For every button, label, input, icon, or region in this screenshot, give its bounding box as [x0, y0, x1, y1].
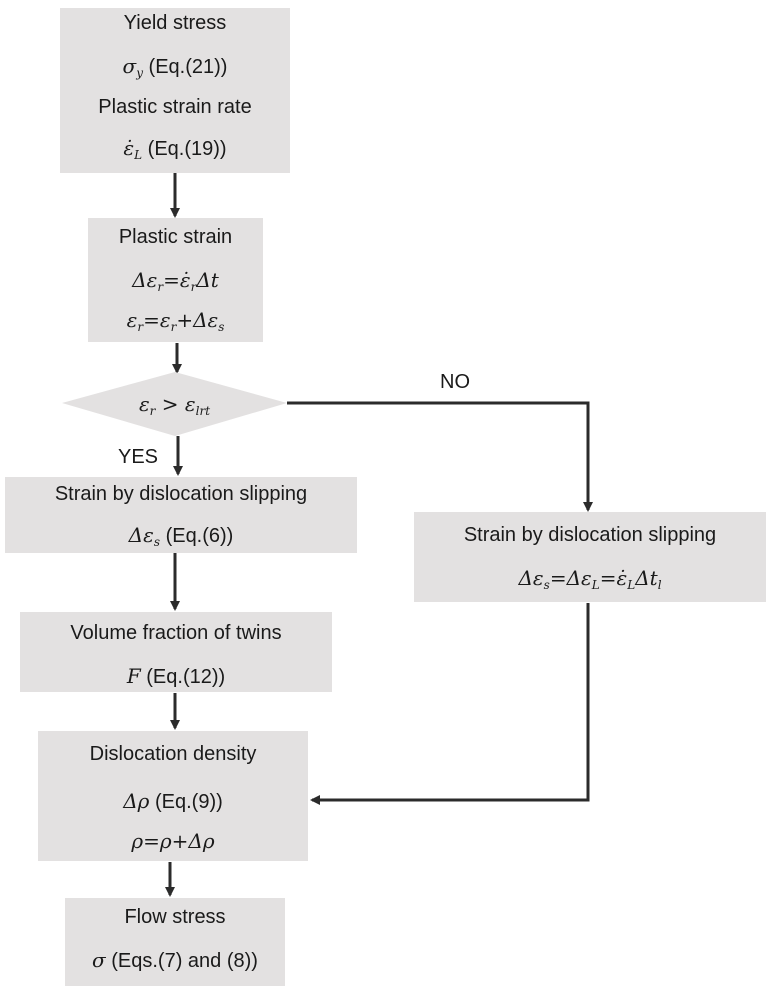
yield-stress-title: Yield stress: [123, 12, 227, 34]
strain-slipping-formula-left: Δεs (Eq.(6)): [128, 523, 234, 549]
flow-stress-formula: σ (Eqs.(7) and (8)): [92, 948, 258, 972]
plastic-strain-box: Plastic strain Δεr=ε̇rΔt εr=εr+Δεs: [88, 218, 263, 342]
dislocation-density-box: Dislocation density Δρ (Eq.(9)) ρ=ρ+Δρ: [38, 731, 308, 861]
strain-slipping-title-right: Strain by dislocation slipping: [463, 524, 717, 546]
flow-stress-box: Flow stress σ (Eqs.(7) and (8)): [65, 898, 285, 986]
plastic-strain-increment: Δεr=ε̇rΔt: [132, 268, 219, 294]
twin-fraction-title: Volume fraction of twins: [70, 622, 282, 644]
flow-stress-title: Flow stress: [124, 906, 226, 928]
strain-slipping-title-left: Strain by dislocation slipping: [54, 483, 308, 505]
no-label: NO: [440, 371, 470, 393]
strain-slipping-box-left: Strain by dislocation slipping Δεs (Eq.(…: [5, 477, 357, 553]
dislocation-density-increment: Δρ (Eq.(9)): [123, 789, 223, 813]
arrow-decision-no: [287, 401, 593, 512]
plastic-strain-update: εr=εr+Δεs: [126, 308, 225, 334]
plastic-strain-rate-formula: ε̇L (Eq.(19)): [123, 136, 227, 162]
dislocation-density-update: ρ=ρ+Δρ: [131, 829, 215, 853]
yes-label: YES: [118, 446, 159, 468]
twin-fraction-box: Volume fraction of twins F (Eq.(12)): [20, 612, 332, 692]
strain-slipping-box-right: Strain by dislocation slipping Δεs=ΔεL=ε…: [414, 512, 766, 602]
twin-fraction-formula: F (Eq.(12)): [126, 664, 226, 688]
strain-slipping-formula-right: Δεs=ΔεL=ε̇LΔtl: [518, 566, 662, 592]
dislocation-density-title: Dislocation density: [89, 743, 257, 765]
arrow-no-branch-to-density: [310, 603, 590, 805]
decision-diamond: [62, 372, 287, 436]
plastic-strain-rate-title: Plastic strain rate: [98, 96, 252, 118]
decision-condition: εr > εlrt: [138, 392, 211, 418]
plastic-strain-title: Plastic strain: [118, 226, 233, 248]
yield-stress-box: Yield stress σy (Eq.(21)) Plastic strain…: [60, 8, 290, 173]
yield-stress-formula: σy (Eq.(21)): [122, 54, 228, 80]
